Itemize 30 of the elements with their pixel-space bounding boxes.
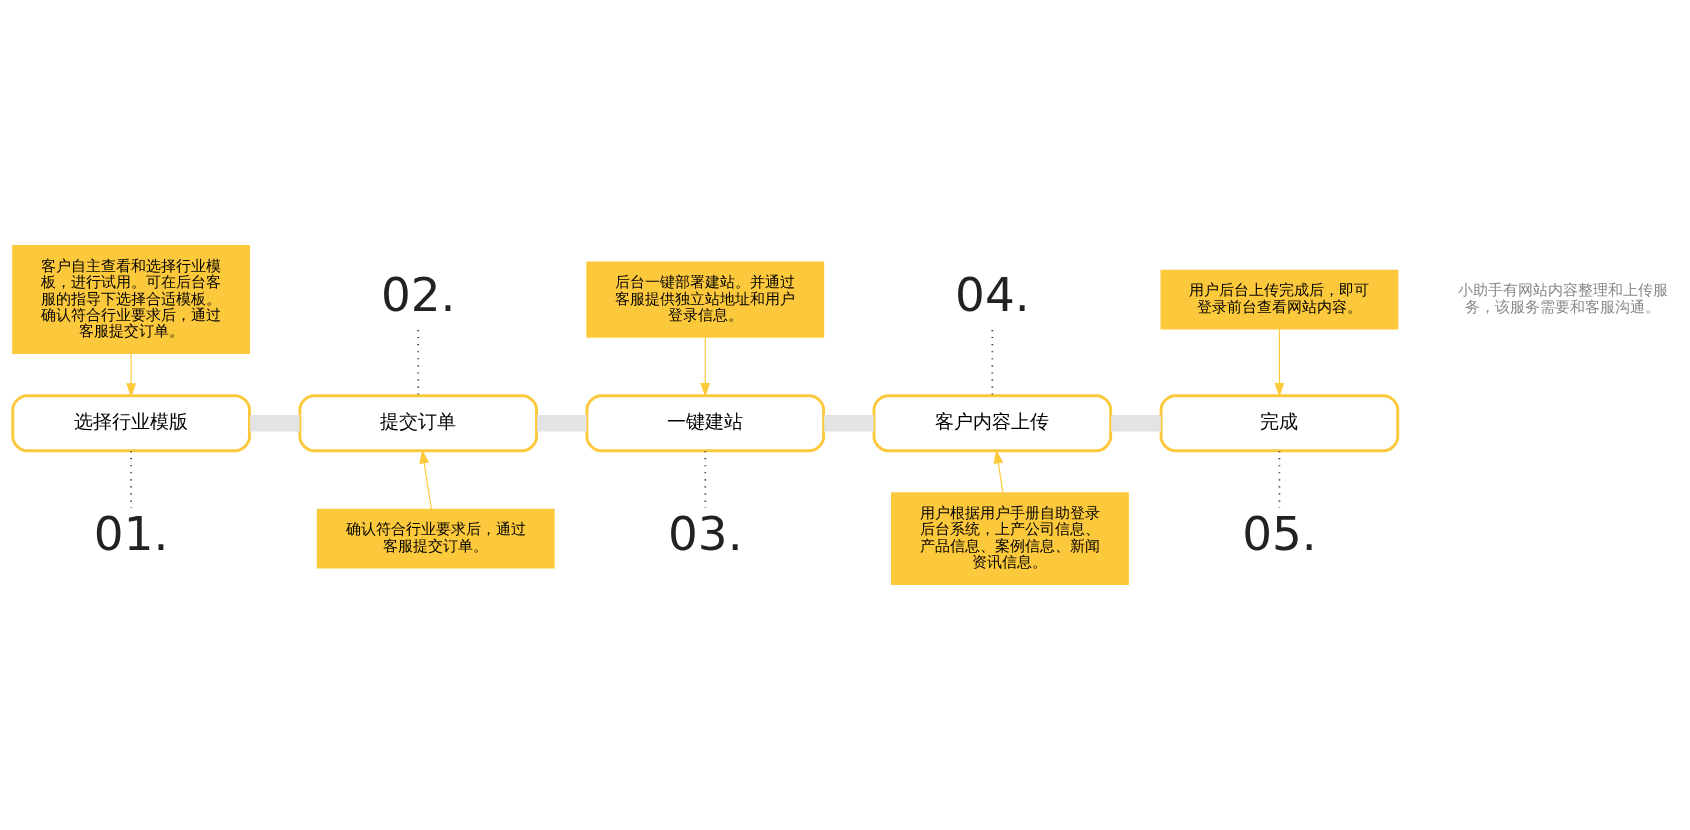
node-box: 提交订单 xyxy=(298,394,538,453)
connector xyxy=(130,450,132,509)
connector xyxy=(824,415,874,432)
node-text: 04. xyxy=(955,268,1030,323)
node-box: 确认符合行业要求后，通过客服提交订单。 xyxy=(316,508,555,569)
connector xyxy=(537,415,587,432)
node-text: 03. xyxy=(668,507,743,562)
node-box: 客户自主查看和选择行业模板，进行试用。可在后台客服的指导下选择合适模板。确认符合行业要求后，通过客服提交订单。 xyxy=(12,245,251,355)
node-text: 05. xyxy=(1242,507,1317,562)
arrow xyxy=(419,449,432,510)
arrow xyxy=(126,353,137,398)
node-text: 01. xyxy=(93,507,169,562)
node-box: 用户根据用户手册自助登录后台系统，上产公司信息、产品信息、案例信息、新闻资讯信息。 xyxy=(891,492,1129,585)
arrow xyxy=(993,449,1004,494)
connector xyxy=(1111,415,1161,432)
node-box: 选择行业模版 xyxy=(11,394,251,453)
node-text: 02. xyxy=(380,268,456,323)
connector xyxy=(991,329,994,397)
node-box: 完成 xyxy=(1159,394,1400,453)
node-box: 客户内容上传 xyxy=(872,394,1113,453)
label: 小助手有网站内容整理和上传服务，该服务需要和客服沟通。 xyxy=(1457,281,1668,316)
node-box: 后台一键部署建站。并通过客服提供独立站地址和用户登录信息。 xyxy=(586,261,825,338)
node-box: 用户后台上传完成后，即可登录前台查看网站内容。 xyxy=(1160,269,1399,330)
connector xyxy=(704,450,707,509)
connector xyxy=(1278,450,1281,509)
connector xyxy=(250,415,300,432)
arrow xyxy=(700,336,711,398)
arrow xyxy=(1274,328,1285,398)
connector xyxy=(417,329,420,397)
node-box: 一键建站 xyxy=(585,394,826,453)
